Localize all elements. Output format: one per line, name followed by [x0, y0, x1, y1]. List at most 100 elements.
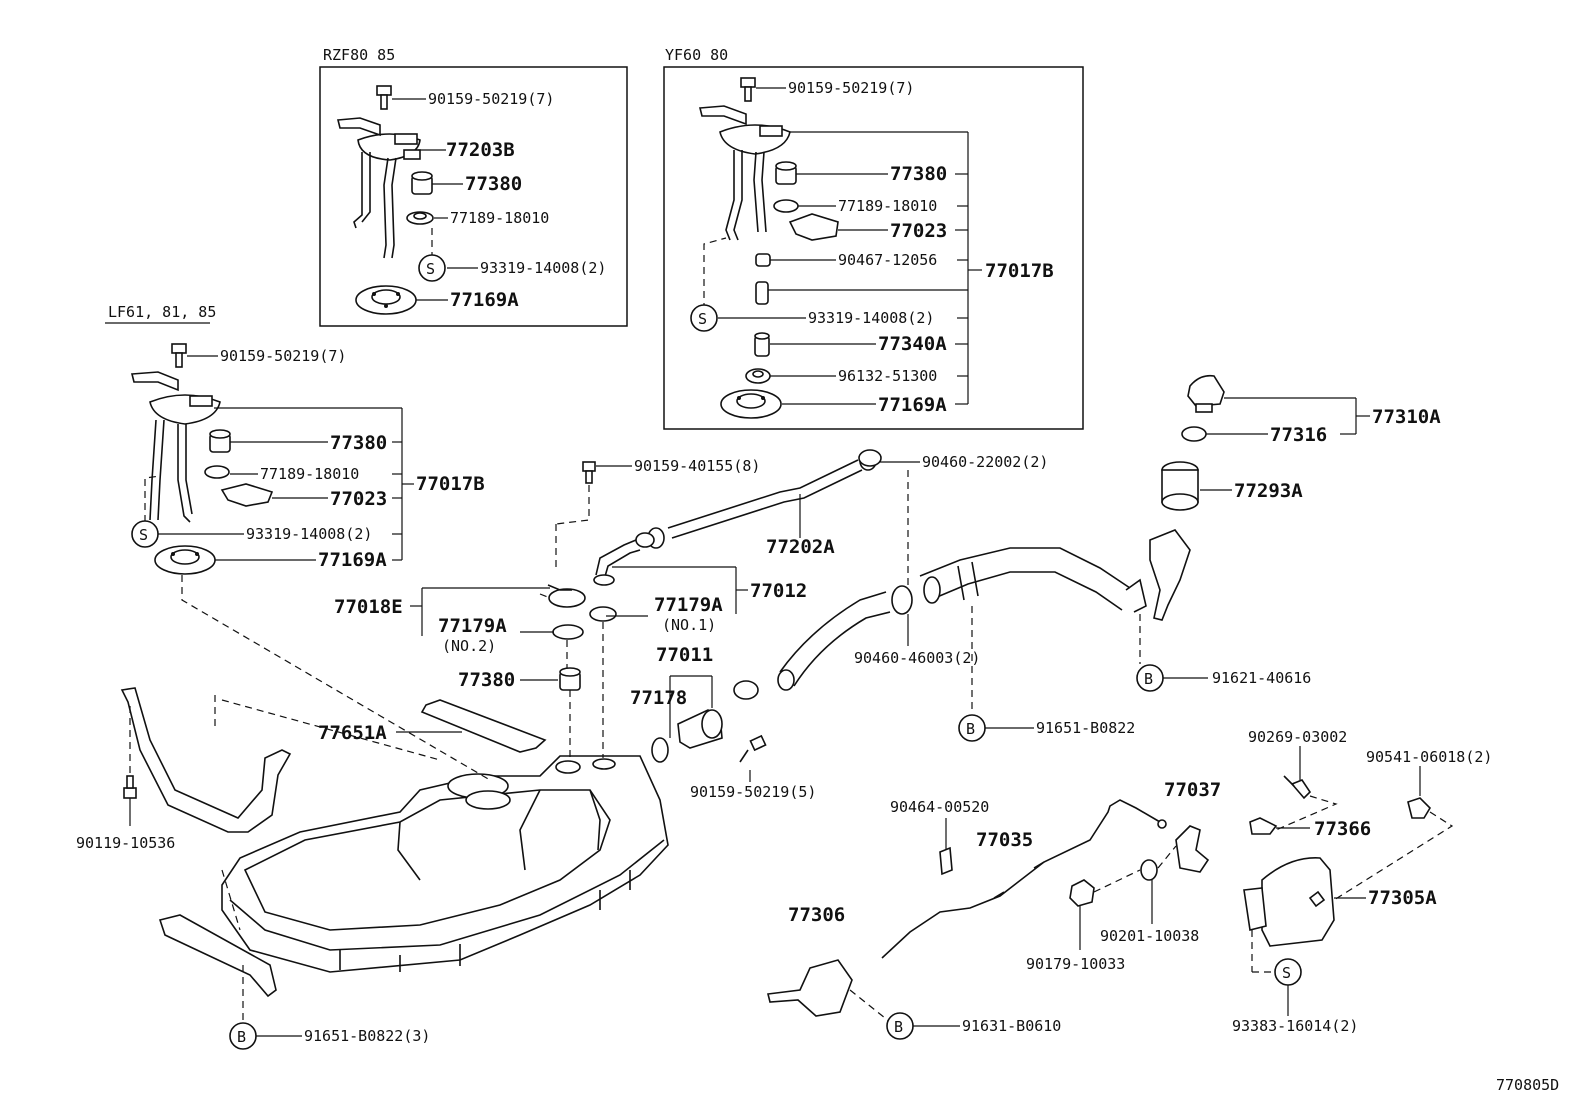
- callout-c-77310a: 77310A: [1372, 406, 1441, 428]
- fuel-pump-part: [209, 429, 231, 453]
- fuel-pump-bracket-part: [336, 117, 421, 259]
- callout-labels: 90159-50219(7) 77203B 77380 77189-18010 9331…: [76, 79, 1492, 1045]
- callout-c-90269: 90269-03002: [1248, 728, 1347, 746]
- release-lever-part: [1175, 825, 1210, 873]
- cutoff-valve-part: [547, 584, 586, 608]
- callout-c-93383: 93383-16014(2): [1232, 1017, 1358, 1035]
- washer-part: [1140, 859, 1158, 881]
- callout-c-77018e: 77018E: [334, 596, 403, 618]
- filler-pipe-part: [919, 529, 1191, 621]
- callout-c-91651-b0822-3: 91651-B0822(3): [304, 1027, 430, 1045]
- callout-lf-93319: 93319-14008(2): [246, 525, 372, 543]
- s-symbol-label: S: [139, 526, 148, 544]
- tank-strap-part: [120, 687, 292, 833]
- hose-clamp-part: [858, 449, 882, 467]
- callout-lf-77017b: 77017B: [416, 473, 485, 495]
- filter-plate-part: [788, 213, 839, 241]
- callout-c-90119: 90119-10536: [76, 834, 175, 852]
- callout-lf-90159: 90159-50219(7): [220, 347, 346, 365]
- group-lf61-81-85: LF61, 81, 85: [105, 303, 414, 575]
- filler-hose-part: [777, 591, 891, 691]
- clip-part: [745, 368, 771, 384]
- gasket-part: [204, 465, 230, 479]
- filler-neck-grommet-part: [1161, 461, 1199, 511]
- callout-yf-90159: 90159-50219(7): [788, 79, 914, 97]
- gasket-part: [406, 211, 434, 225]
- callout-c-91651-b0822: 91651-B0822: [1036, 719, 1135, 737]
- bumper-part: [1407, 797, 1432, 819]
- seal-ring-part: [355, 285, 417, 315]
- callout-rz-90159: 90159-50219(7): [428, 90, 554, 108]
- callout-c-77035: 77035: [976, 829, 1033, 851]
- gasket-no1-part: [589, 606, 617, 622]
- callout-lf-77023: 77023: [330, 488, 387, 510]
- callout-c-77011: 77011: [656, 644, 713, 666]
- callout-c-77202a: 77202A: [766, 536, 835, 558]
- callout-c-90201: 90201-10038: [1100, 927, 1199, 945]
- callout-c-90464: 90464-00520: [890, 798, 989, 816]
- fuel-pump-part: [775, 161, 797, 185]
- bolt-part: [171, 343, 187, 368]
- cable-clamp-part: [939, 846, 953, 876]
- fuel-tank-part: [221, 755, 669, 973]
- gasket-no2-part: [552, 624, 584, 640]
- b-symbol-label: B: [1144, 670, 1153, 688]
- bolt-part: [740, 77, 756, 102]
- fuel-cap-part: [1187, 374, 1225, 413]
- callout-c-77178: 77178: [630, 687, 687, 709]
- callout-c-77179a-2: 77179A: [438, 615, 507, 637]
- callout-c-90179: 90179-10033: [1026, 955, 1125, 973]
- callout-c-77012: 77012: [750, 580, 807, 602]
- screw-part: [1283, 775, 1312, 800]
- callout-yf-93319: 93319-14008(2): [808, 309, 934, 327]
- callout-lf-77169a: 77169A: [318, 549, 387, 571]
- callout-yf-90467: 90467-12056: [838, 251, 937, 269]
- tank-pad-part: [420, 699, 547, 753]
- cap-gasket-part: [1181, 426, 1207, 442]
- box-yf60-80: YF60 80: [663, 46, 1084, 430]
- box-title-lf: LF61, 81, 85: [108, 303, 216, 321]
- lock-lever-part: [767, 959, 853, 1017]
- callout-rz-77380: 77380: [465, 173, 522, 195]
- s-symbol-icon: [690, 304, 718, 332]
- fuel-pump-part: [411, 171, 433, 195]
- hose-clamp-part: [891, 585, 913, 615]
- box-title-rzf: RZF80 85: [323, 46, 395, 64]
- callout-c-90460-22002: 90460-22002(2): [922, 453, 1048, 471]
- diagram-id: 770805D: [1496, 1076, 1559, 1094]
- s-symbol-icon: [131, 520, 159, 548]
- callout-rz-77189: 77189-18010: [450, 209, 549, 227]
- callout-c-no1: (NO.1): [662, 616, 716, 634]
- bolt-part: [739, 734, 767, 763]
- fuel-lid-part: [1261, 857, 1335, 947]
- callout-c-77380-main: 77380: [458, 669, 515, 691]
- hose-part: [755, 281, 769, 305]
- fuel-pump-bracket-part: [130, 371, 221, 523]
- callout-c-no2: (NO.2): [442, 637, 496, 655]
- strap-bolt-part: [123, 775, 137, 799]
- filter-part: [754, 332, 770, 357]
- callout-lf-77380: 77380: [330, 432, 387, 454]
- callout-c-77316: 77316: [1270, 424, 1327, 446]
- tank-protector-part: [158, 914, 277, 998]
- callout-yf-77023: 77023: [890, 220, 947, 242]
- seal-ring-part: [154, 545, 216, 575]
- b-symbol-label: B: [894, 1018, 903, 1036]
- s-symbol-label: S: [1282, 964, 1291, 982]
- s-symbol-label: S: [426, 260, 435, 278]
- callout-yf-77380: 77380: [890, 163, 947, 185]
- callout-c-91631: 91631-B0610: [962, 1017, 1061, 1035]
- filter-plate-part: [220, 483, 274, 507]
- pump-part: [559, 667, 581, 691]
- seal-ring-part: [720, 389, 782, 419]
- lid-hinge-part: [1243, 887, 1267, 931]
- bolt-part: [582, 461, 596, 484]
- callout-c-77305a: 77305A: [1368, 887, 1437, 909]
- callout-yf-77340a: 77340A: [878, 333, 947, 355]
- callout-rz-77203b: 77203B: [446, 139, 515, 161]
- callout-c-77293a: 77293A: [1234, 480, 1303, 502]
- callout-rz-77169a: 77169A: [450, 289, 519, 311]
- release-cable-part: [881, 799, 1167, 959]
- callout-c-77179a-1: 77179A: [654, 594, 723, 616]
